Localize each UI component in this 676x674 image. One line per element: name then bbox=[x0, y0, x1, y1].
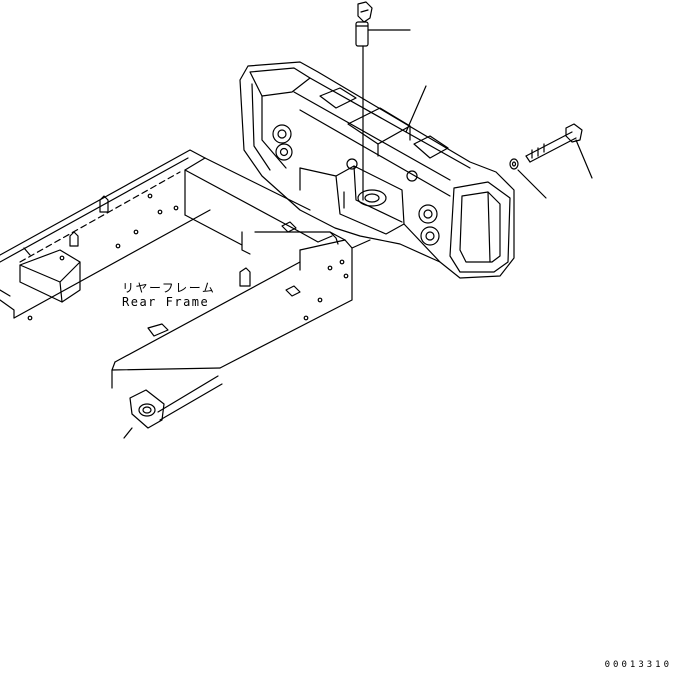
rear-frame bbox=[0, 150, 352, 438]
rear-frame-label-english: Rear Frame bbox=[122, 295, 210, 309]
rear-frame-label-japanese: リヤーフレーム bbox=[122, 281, 216, 295]
counterweight bbox=[240, 62, 514, 278]
bolt-and-washer bbox=[510, 124, 582, 169]
drawing-number: 00013310 bbox=[604, 660, 672, 670]
lock-pin bbox=[356, 2, 372, 200]
leader-lines bbox=[352, 30, 592, 248]
